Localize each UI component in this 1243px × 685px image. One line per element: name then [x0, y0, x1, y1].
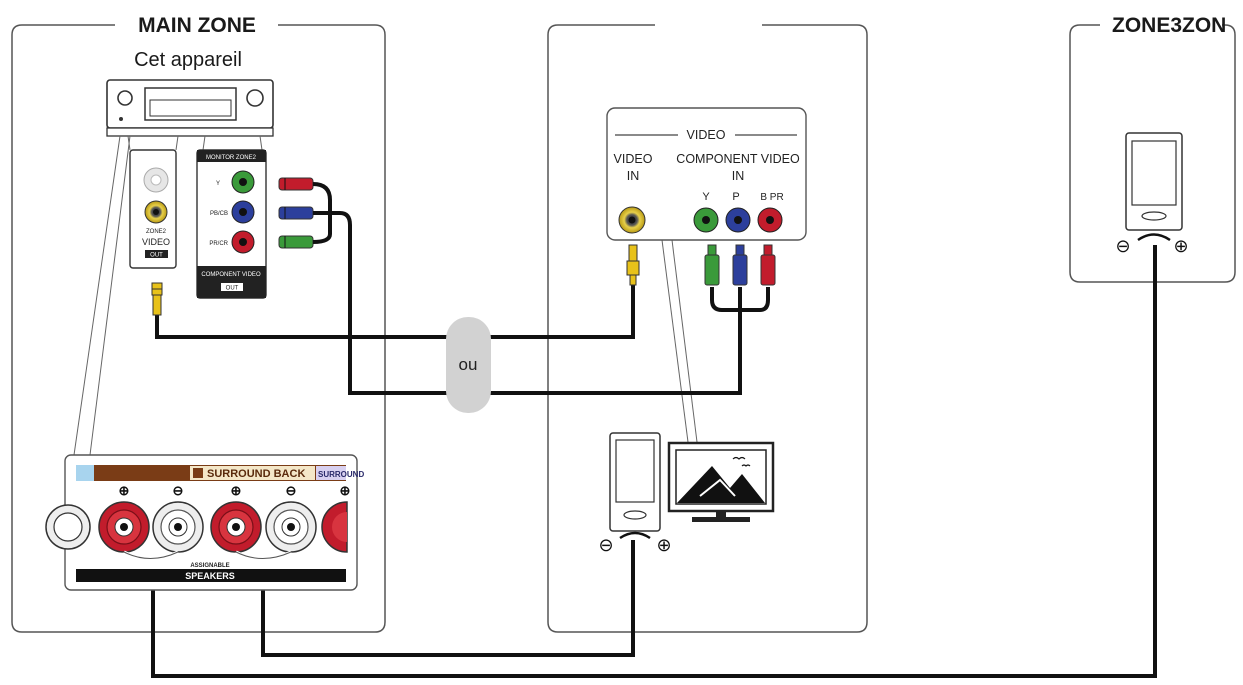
surround-back-label: SURROUND BACK: [207, 468, 305, 480]
component-out-tag: OUT: [226, 286, 239, 292]
tv-input-panel: VIDEO VIDEO IN COMPONENT VIDEO IN Y P B …: [606, 107, 807, 241]
zone3-speaker-minus: ⊖: [1115, 236, 1130, 256]
speaker-cables: [151, 245, 1157, 678]
tv-plugs: [626, 244, 776, 286]
receiver-unit: [106, 79, 274, 137]
video-in-label-1: VIDEO: [614, 152, 653, 166]
composite-video-cable: [155, 285, 635, 339]
terminal-partial-left: [45, 504, 91, 550]
speakers-label: SPEAKERS: [185, 571, 235, 581]
svg-text:⊖: ⊖: [173, 483, 184, 498]
jack-pb-label: PB/CB: [210, 211, 228, 217]
tv-jack-y-label: Y: [702, 191, 710, 203]
terminal-white-2: [265, 501, 317, 553]
component-in-label-1: COMPONENT VIDEO: [676, 152, 800, 166]
svg-text:⊕: ⊕: [340, 483, 351, 498]
or-separator: ou: [446, 317, 491, 413]
video-out-tag: OUT: [150, 253, 163, 259]
assignable-label: ASSIGNABLE: [190, 563, 229, 569]
video-in-label-2: IN: [627, 169, 640, 183]
component-video-footer: COMPONENT VIDEO: [201, 272, 261, 278]
main-zone-title: MAIN ZONE: [138, 14, 256, 37]
speaker-terminal-panel: SURROUND BACK SURROUND ⊕ ⊖ ⊕ ⊖ ⊕: [45, 454, 364, 591]
callout-lines: [73, 135, 698, 456]
tv-jack-pr-label: B PR: [760, 192, 783, 203]
zone2-speaker: ⊖ ⊕: [598, 432, 672, 555]
or-separator-label: ou: [459, 355, 478, 374]
zone2-frame: [547, 24, 868, 633]
zone3-frame: ZONE3ZON: [1069, 14, 1236, 283]
component-in-label-2: IN: [732, 169, 745, 183]
terminal-partial-right: [321, 501, 348, 553]
main-zone-frame: MAIN ZONE: [11, 14, 386, 633]
jack-pr-label: PR/CR: [209, 241, 228, 247]
zone2-jack-label: ZONE2: [146, 229, 167, 235]
zone2-speaker-plus: ⊕: [656, 535, 671, 555]
zone2-tv: [667, 441, 775, 522]
zone3-title: ZONE3ZON: [1112, 14, 1226, 37]
tv-jack-p-label: P: [732, 191, 739, 203]
monitor-zone2-header: MONITOR ZONE2: [206, 155, 257, 161]
svg-text:⊖: ⊖: [286, 483, 297, 498]
jack-y-label: Y: [216, 181, 220, 187]
zone2-speaker-minus: ⊖: [598, 535, 613, 555]
terminal-red-1: [98, 501, 150, 553]
component-plugs-receiver: [278, 177, 314, 249]
component-video-out-panel: MONITOR ZONE2 Y PB/CB PR/CR COMPONENT VI…: [196, 149, 267, 299]
zone2-video-out-panel: ZONE2 VIDEO OUT: [129, 149, 177, 269]
component-video-cable: [312, 182, 770, 395]
video-section-label: VIDEO: [142, 237, 170, 247]
terminal-red-2: [210, 501, 262, 553]
zone3-speaker: ⊖ ⊕: [1115, 132, 1189, 256]
terminal-white-1: [152, 501, 204, 553]
svg-text:⊕: ⊕: [231, 483, 242, 498]
zone3-speaker-plus: ⊕: [1173, 236, 1188, 256]
svg-text:⊕: ⊕: [119, 483, 130, 498]
device-label: Cet appareil: [134, 49, 242, 71]
composite-plug-receiver: [151, 282, 163, 316]
surround-tail-label: SURROUND: [318, 470, 364, 479]
tv-video-header: VIDEO: [687, 128, 726, 142]
